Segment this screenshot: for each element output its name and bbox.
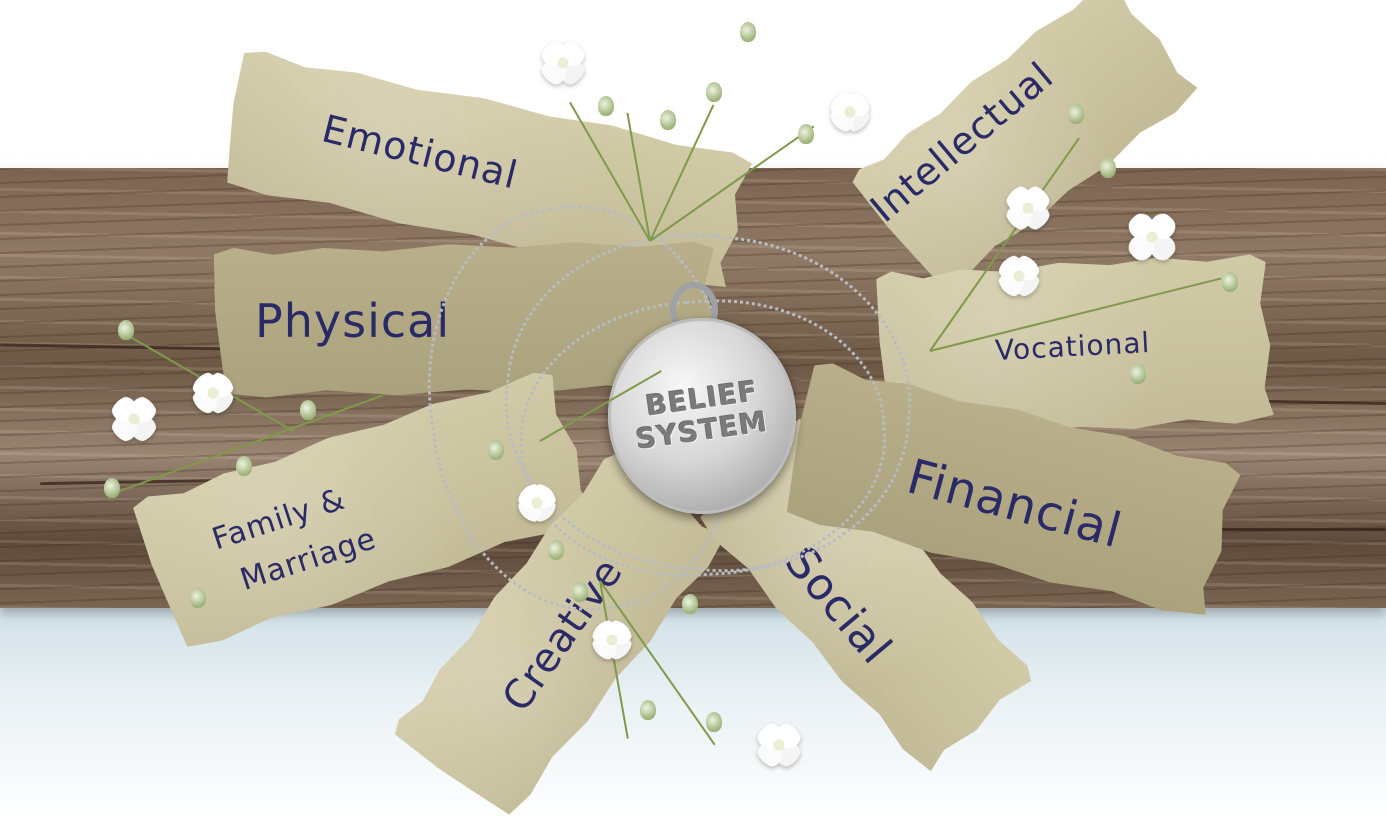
baby-breath-flower — [540, 40, 586, 86]
baby-breath-flower — [998, 255, 1040, 297]
baby-breath-flower — [592, 620, 632, 660]
flower-bud — [104, 478, 120, 498]
baby-breath-flower — [192, 372, 234, 414]
flower-bud — [1068, 104, 1084, 124]
flower-bud — [706, 712, 722, 732]
flower-bud — [1130, 364, 1146, 384]
flower-bud — [798, 124, 814, 144]
flower-bud — [682, 594, 698, 614]
flower-bud — [118, 320, 134, 340]
baby-breath-flower — [1125, 210, 1179, 264]
flower-bud — [190, 588, 206, 608]
wood-crack — [1180, 528, 1386, 531]
baby-breath-flower — [110, 395, 158, 443]
baby-breath-flower — [830, 92, 870, 132]
flower-bud — [548, 540, 564, 560]
belief-system-pendant: BELIEF SYSTEM — [608, 318, 796, 514]
flower-bud — [598, 96, 614, 116]
flower-bud — [1100, 158, 1116, 178]
flower-bud — [236, 456, 252, 476]
label-physical: Physical — [255, 294, 451, 348]
background-band — [0, 600, 1386, 820]
flower-bud — [660, 110, 676, 130]
baby-breath-flower — [756, 722, 802, 768]
flower-bud — [1222, 272, 1238, 292]
flower-bud — [740, 22, 756, 42]
flower-bud — [300, 400, 316, 420]
baby-breath-flower — [1005, 185, 1051, 231]
flower-bud — [572, 582, 588, 602]
baby-breath-flower — [518, 484, 556, 522]
flower-bud — [706, 82, 722, 102]
flower-bud — [640, 700, 656, 720]
flower-bud — [488, 440, 504, 460]
